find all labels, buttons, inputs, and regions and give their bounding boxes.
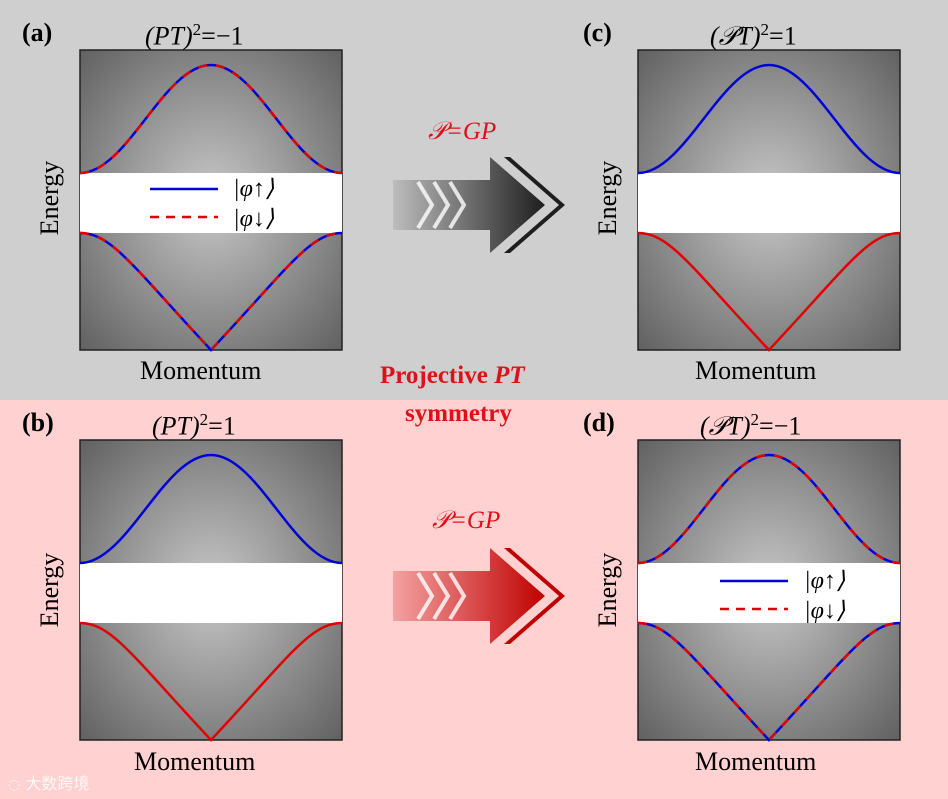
panel-d-title-rest: =−1: [759, 411, 802, 441]
panel-c-lower-band: [637, 231, 901, 352]
projective-word: Projective: [380, 362, 488, 389]
panel-d-ylabel: Energy: [593, 552, 622, 628]
panel-d-title-exp: 2: [750, 410, 760, 429]
arrow-bottom-chevron-0: [416, 571, 435, 621]
panel-b-band-gap: [80, 563, 342, 623]
panel-c-xlabel: Momentum: [695, 356, 817, 385]
panel-b-lower-band: [79, 621, 343, 742]
watermark-logo-icon: ◌: [8, 777, 21, 793]
panel-b-title-exp: 2: [199, 410, 209, 429]
arrow-bottom-chevron-2: [448, 571, 467, 621]
panel-a-xlabel: Momentum: [140, 356, 262, 385]
panel-b-label: (b): [22, 408, 54, 437]
panel-a-ylabel: Energy: [35, 160, 64, 236]
panel-a-title-exp: 2: [192, 20, 202, 39]
panel-d-lower-band-spin-down: [637, 621, 901, 742]
arrow-top-label: 𝒫=GP: [428, 118, 497, 145]
arrow-top-body: [393, 157, 545, 253]
panel-a-title-main: (PT): [145, 21, 193, 51]
panel-d-title-main: (𝒫T): [700, 411, 751, 441]
panel-b-upper-band: [79, 453, 343, 565]
panel-d-band-gap: [638, 563, 900, 623]
panel-a-title: (PT)2=−1: [145, 20, 244, 52]
panel-c-title-rest: =1: [769, 21, 797, 51]
panel-d-legend-up: |φ↑⟩: [804, 568, 846, 594]
panel-a-legend-up: |φ↑⟩: [233, 176, 275, 202]
panel-b-title: (PT)2=1: [152, 410, 236, 442]
panel-b-xlabel: Momentum: [134, 747, 256, 776]
panel-c-label: (c): [583, 18, 612, 47]
panel-a-legend-down: |φ↓⟩: [233, 206, 275, 232]
panel-c-title: (𝒫T)2=1: [710, 20, 797, 53]
projective-pt-label: Projective PT: [380, 362, 525, 390]
panel-b-title-rest: =1: [208, 411, 236, 441]
panel-b: [79, 439, 343, 742]
panel-d-title: (𝒫T)2=−1: [700, 410, 801, 443]
panel-c-title-main: (𝒫T): [710, 21, 761, 51]
panel-c-title-exp: 2: [760, 20, 770, 39]
panel-a: [79, 49, 343, 352]
panel-d: [637, 439, 901, 742]
arrow-top: [393, 157, 565, 253]
panel-a-label: (a): [22, 18, 53, 47]
arrow-top-chevron-1: [432, 180, 451, 230]
arrow-top-chevron-0: [416, 180, 435, 230]
panel-a-band-gap: [80, 173, 342, 233]
projective-pt-italic: PT: [494, 362, 525, 389]
panel-d-xlabel: Momentum: [695, 747, 817, 776]
panel-a-title-rest: =−1: [201, 21, 244, 51]
panel-c-ylabel: Energy: [593, 160, 622, 236]
panel-b-title-main: (PT): [152, 411, 200, 441]
arrow-bottom-body: [393, 548, 545, 644]
panel-c: [637, 49, 901, 352]
symmetry-label: symmetry: [405, 400, 512, 427]
arrow-bottom-chevron-1: [432, 571, 451, 621]
panel-a-lower-band-spin-down: [79, 231, 343, 352]
panel-d-label: (d): [583, 408, 615, 437]
arrow-top-chevron-2: [448, 180, 467, 230]
panel-d-legend-down: |φ↓⟩: [804, 598, 846, 624]
watermark-text: ◌ 大数跨境: [8, 770, 89, 794]
arrow-bottom-label: 𝒫=GP: [432, 507, 501, 534]
panel-d-upper-band-spin-up: [637, 453, 901, 565]
panel-c-band-gap: [638, 173, 900, 233]
arrow-bottom: [393, 548, 565, 644]
panel-b-ylabel: Energy: [35, 552, 64, 628]
watermark-label: 大数跨境: [25, 774, 90, 793]
panel-a-upper-band-spin-up: [79, 63, 343, 175]
panel-c-upper-band: [637, 63, 901, 175]
